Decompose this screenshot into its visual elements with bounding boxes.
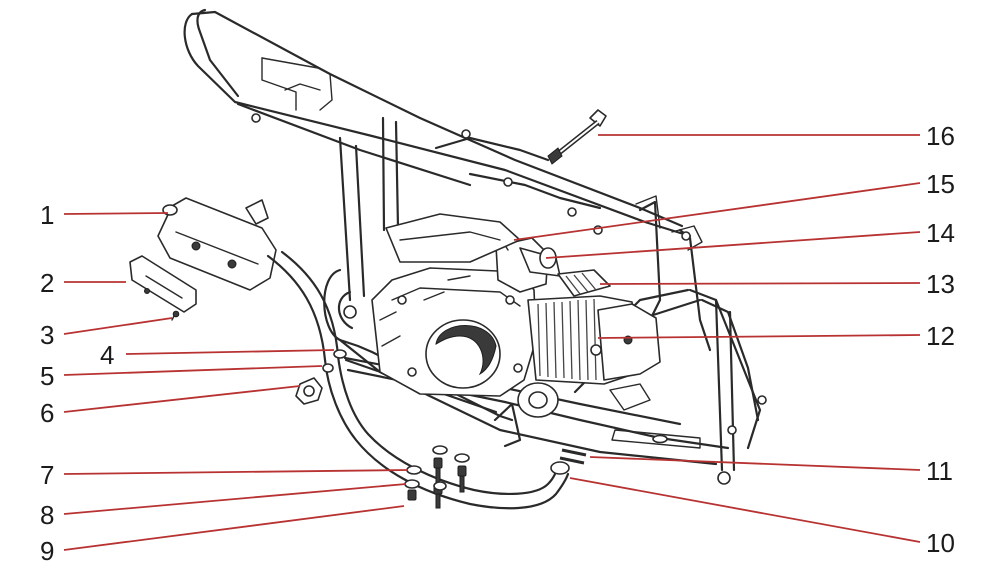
callout-6: 6 [40, 398, 54, 428]
callout-1: 1 [40, 200, 54, 230]
callout-11: 11 [926, 456, 953, 486]
callout-3: 3 [40, 320, 54, 350]
callout-9: 9 [40, 536, 54, 566]
callout-7: 7 [40, 460, 54, 490]
callout-16: 16 [926, 121, 955, 151]
leader-1 [63, 212, 169, 215]
callout-4: 4 [100, 340, 114, 370]
callout-14: 14 [926, 218, 955, 248]
leader-10 [569, 477, 921, 543]
fasteners [547, 109, 607, 465]
engine-mount-bolt [547, 109, 607, 165]
callout-8: 8 [40, 500, 54, 530]
callout-13: 13 [926, 269, 955, 299]
leader-9 [63, 505, 405, 551]
leader-8 [63, 483, 407, 515]
leader-4 [125, 349, 335, 355]
mounting-bolts [404, 445, 470, 509]
leader-3 [63, 317, 173, 335]
callout-15: 15 [926, 169, 955, 199]
leader-lines [63, 134, 921, 551]
leader-15 [513, 182, 921, 241]
exhaust-stud [559, 448, 587, 465]
callout-5: 5 [40, 361, 54, 391]
callout-labels: 1 2 3 4 5 6 7 8 9 10 11 12 13 14 15 16 [40, 121, 955, 566]
leader-13 [599, 282, 921, 285]
callout-2: 2 [40, 268, 54, 298]
leader-7 [63, 469, 409, 475]
leader-5 [63, 365, 323, 376]
callout-12: 12 [926, 321, 955, 351]
leader-6 [63, 385, 301, 413]
engine-assembly [371, 213, 661, 418]
leader-14 [545, 231, 921, 259]
leader-12 [597, 334, 921, 339]
exhaust-system [129, 197, 570, 510]
leader-11 [589, 456, 921, 471]
callout-10: 10 [926, 528, 955, 558]
